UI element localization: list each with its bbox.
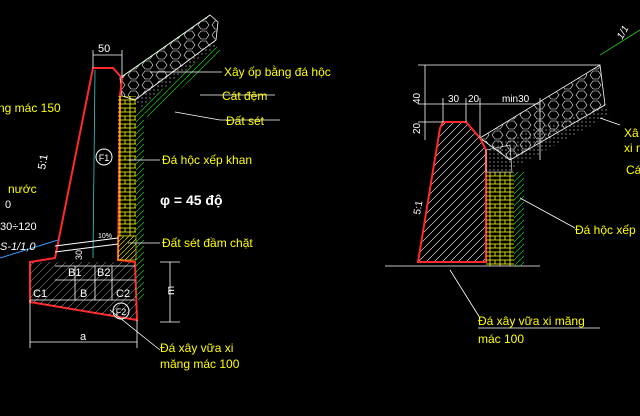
- label-bedding: Cát đệm: [222, 89, 267, 103]
- dim-20: 20: [412, 122, 423, 134]
- right-leaders: [449, 117, 621, 329]
- dim-40: 40: [412, 92, 423, 104]
- dim-slope-51-right: 5:1: [412, 199, 425, 215]
- top-fill-right: [485, 144, 513, 173]
- label-dry-stone-right: Đá hộc xếp: [575, 223, 636, 237]
- label-grade: ng mác 150: [0, 101, 61, 115]
- brick-column-right: [486, 172, 514, 266]
- brick-column: [118, 96, 136, 236]
- dim-c1: C1: [33, 288, 47, 300]
- ground-line-right: [599, 29, 640, 56]
- label-water-pct: 10%: [98, 233, 112, 240]
- footing-base: [30, 262, 137, 320]
- drain-pipe-2: [54, 243, 119, 253]
- dim-20b-right: 20: [468, 94, 480, 105]
- compacted-clay-block: [117, 235, 137, 261]
- label-slope-right: 1/1: [615, 24, 631, 42]
- marker-f2-text: F2: [116, 307, 127, 317]
- dim-30-right: 30: [448, 94, 460, 105]
- dim-a: a: [80, 331, 87, 343]
- label-facing: Xây ốp bằng đá hộc: [224, 64, 331, 79]
- label-face-right: Xâ: [624, 126, 639, 140]
- label-range: 30÷120: [0, 221, 37, 233]
- label-ca-right: Cá: [626, 163, 640, 177]
- right-dimensions: [418, 64, 600, 160]
- label-mortar-right-1: Đá xây vữa xi măng: [478, 314, 585, 328]
- dim-30: 30: [74, 250, 84, 260]
- dim-c2: C2: [116, 288, 130, 300]
- label-zero: 0: [5, 199, 11, 211]
- marker-f2: [112, 302, 130, 320]
- left-detail: F1 F2 Xây ốp bằng đá hộc Cát đệm Đất sét…: [0, 14, 331, 371]
- backfill-hatch-right: [514, 172, 524, 266]
- clay-layer: [140, 46, 222, 118]
- sand-right: [488, 105, 610, 170]
- drain-pipe: [54, 237, 119, 247]
- label-water: nước: [8, 182, 37, 196]
- sand-bedding: [135, 40, 216, 108]
- marker-f1: [95, 148, 113, 166]
- label-mortar-1: Đá xây vữa xi: [160, 341, 233, 355]
- marker-f1-text: F1: [99, 153, 110, 163]
- right-detail: Xâ xi n Cá Đá hộc xếp Đá xây vữa xi măng…: [385, 24, 640, 346]
- left-slope-line: [0, 239, 59, 259]
- label-phi: φ = 45 độ: [160, 192, 223, 208]
- dim-top: 50: [98, 43, 110, 55]
- label-mortar-2: măng mác 100: [160, 357, 240, 371]
- label-compacted-clay: Đất sét đầm chặt: [162, 236, 253, 250]
- dim-b: B: [80, 288, 87, 300]
- label-clay: Đất sét: [226, 114, 265, 128]
- retaining-wall-right: [416, 121, 487, 263]
- left-dimensions: [29, 50, 180, 348]
- dim-slope-51: 5:1: [36, 153, 50, 170]
- label-dry-stone: Đá hộc xếp khan: [162, 153, 252, 167]
- left-leaders: [109, 71, 280, 351]
- label-mortar-right-2: mác 100: [478, 332, 524, 346]
- dim-b1: B1: [68, 267, 81, 279]
- wall-guide-line: [92, 69, 96, 259]
- dim-b2: B2: [97, 267, 110, 279]
- backfill-hatch: [136, 110, 144, 300]
- label-slope: S-1/1,0: [0, 241, 36, 253]
- label-xi-right: xi n: [624, 141, 640, 155]
- dim-m: m: [165, 286, 177, 295]
- dim-min30: min30: [502, 94, 530, 105]
